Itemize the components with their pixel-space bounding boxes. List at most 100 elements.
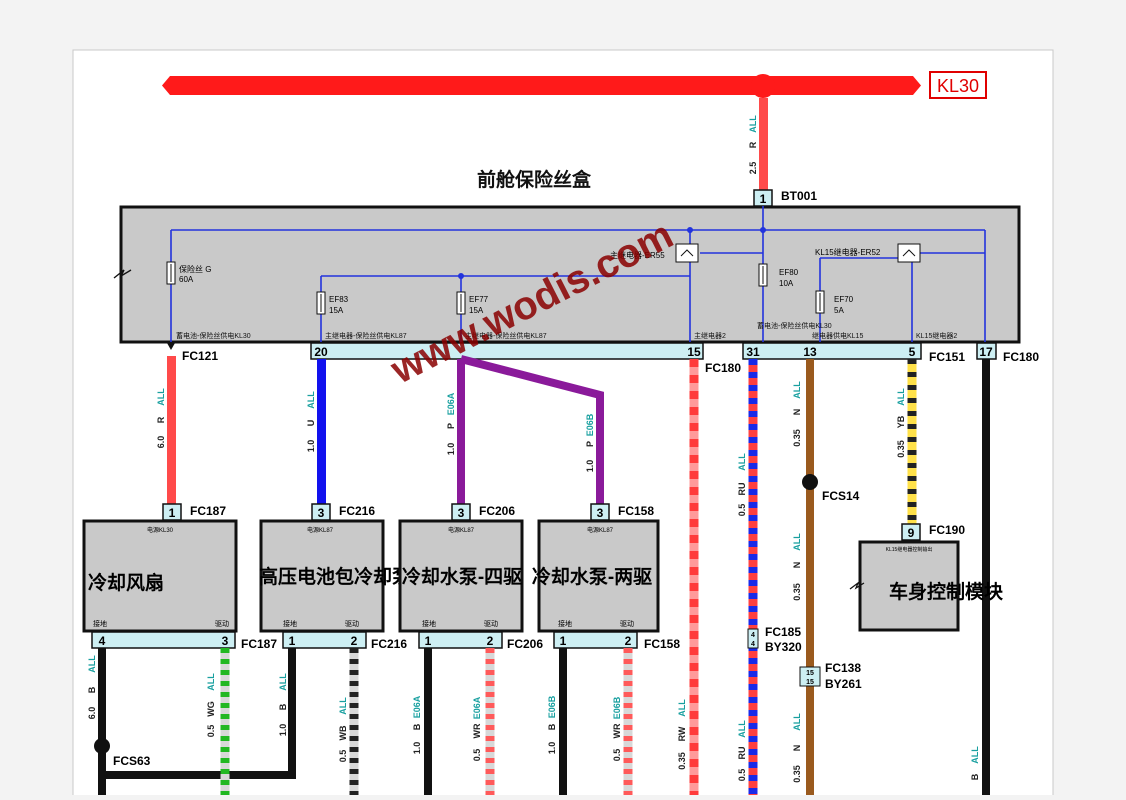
w7b-variant: ALL bbox=[792, 533, 802, 551]
w3-gauge: 1.0 bbox=[446, 443, 456, 456]
relay-er52: KL15继电器-ER52 bbox=[815, 243, 921, 263]
w10-variant: ALL bbox=[206, 673, 216, 691]
w12-color: WB bbox=[338, 725, 348, 740]
w7a-gauge: 0.35 bbox=[792, 429, 802, 447]
bcm-ground-icon bbox=[849, 581, 865, 590]
kl30-label-box bbox=[929, 71, 987, 99]
fc185-label: FC185 bbox=[765, 625, 801, 639]
wire-label-w3: E06A P 1.0 bbox=[446, 392, 456, 455]
ground-symbol-icon bbox=[113, 269, 132, 279]
w7b-gauge: 0.35 bbox=[792, 583, 802, 601]
module-top-pins: 1 FC187 3 FC216 3 FC206 3 FC158 9 FC190 bbox=[162, 503, 965, 541]
fan-name: 冷却风扇 bbox=[88, 571, 164, 594]
wire-label-w12: ALL WB 0.5 bbox=[338, 697, 348, 763]
battery-pump-pin1-label: 接地 bbox=[283, 619, 297, 628]
wire-n-brown bbox=[806, 359, 814, 799]
fusebox-title: 前舱保险丝盒 bbox=[477, 168, 592, 191]
fan-top-pin: 1 bbox=[169, 506, 176, 520]
bt001-label: BT001 bbox=[781, 189, 817, 203]
w16-gauge: 0.5 bbox=[612, 749, 622, 762]
wire-fan-ground bbox=[98, 648, 106, 798]
fuse-ef77: EF77 15A bbox=[456, 291, 489, 315]
2wd-pump-pin2: 2 bbox=[625, 634, 632, 648]
battery-pump-top-pin-label: 电源KL87 bbox=[307, 526, 334, 534]
module-bcm: KL15继电器控制输出 车身控制模块 bbox=[849, 540, 1004, 632]
awd-pump-pin2-label: 驱动 bbox=[484, 619, 498, 628]
w13-color: B bbox=[412, 723, 422, 730]
connector-pin-15: 15 bbox=[687, 345, 701, 359]
wire-label-w17: ALL B bbox=[970, 746, 980, 780]
awd-pump-pin1-label: 接地 bbox=[422, 619, 436, 628]
wire-label-w15: E06B B 1.0 bbox=[547, 695, 557, 754]
wire-label-w7c: ALL N 0.35 bbox=[792, 713, 802, 783]
w2-variant: ALL bbox=[306, 391, 316, 409]
bcm-top-ref: FC190 bbox=[929, 523, 965, 537]
wire-gauge-label: 2.5 bbox=[748, 162, 758, 175]
wire-color-label: R bbox=[748, 141, 758, 148]
wire-label-w14: E06A WR 0.5 bbox=[472, 696, 482, 761]
wire-label-w5: ALL YB 0.35 bbox=[896, 388, 906, 458]
wire-battery-pump-power bbox=[317, 359, 326, 504]
pin-label-relay2: 主继电器2 bbox=[694, 331, 726, 340]
connector-pin-17: 17 bbox=[979, 345, 993, 359]
ef83-rating: 15A bbox=[329, 306, 344, 315]
w10-gauge: 0.5 bbox=[206, 725, 216, 738]
by320-label: BY320 bbox=[765, 640, 802, 654]
w7c-gauge: 0.35 bbox=[792, 765, 802, 783]
2wd-pump-pin1-label: 接地 bbox=[558, 619, 572, 628]
module-battery-pump: 电源KL87 高压电池包冷却泵 接地 驱动 bbox=[259, 519, 411, 633]
wire-label-w9: ALL B 6.0 bbox=[87, 655, 97, 720]
ef77-name: EF77 bbox=[469, 295, 489, 304]
fusebox-connector-b bbox=[742, 342, 922, 360]
w7c-variant: ALL bbox=[792, 713, 802, 731]
w15-variant: E06B bbox=[547, 695, 557, 718]
awd-pump-pin1: 1 bbox=[425, 634, 432, 648]
w13-gauge: 1.0 bbox=[412, 742, 422, 755]
fan-bottom-ref: FC187 bbox=[241, 637, 277, 651]
wire-2wd-ground bbox=[559, 648, 567, 798]
battery-pump-pin1: 1 bbox=[289, 634, 296, 648]
wire-label-w10: ALL WG 0.5 bbox=[206, 673, 216, 738]
battery-pump-pin2: 2 bbox=[351, 634, 358, 648]
w2-gauge: 1.0 bbox=[306, 440, 316, 453]
splice-fcs63-label: FCS63 bbox=[113, 754, 151, 768]
w9-variant: ALL bbox=[87, 655, 97, 673]
pin-label-ef70: 继电器供电KL15 bbox=[812, 331, 863, 340]
2wd-pump-name: 冷却水泵-两驱 bbox=[532, 565, 652, 588]
w7b-color: N bbox=[792, 562, 802, 569]
module-2wd-pump: 电源KL87 冷却水泵-两驱 接地 驱动 bbox=[532, 519, 660, 633]
fc185-pin-b: 4 bbox=[751, 641, 755, 648]
fusebox-connector-a bbox=[310, 342, 704, 360]
awd-pump-top-pin: 3 bbox=[458, 506, 465, 520]
bus-node bbox=[751, 74, 775, 98]
w11-gauge: 1.0 bbox=[278, 724, 288, 737]
wire-label-w11: ALL B 1.0 bbox=[278, 673, 288, 737]
inline-connector-fc138 bbox=[799, 666, 821, 687]
w16-variant: E06B bbox=[612, 696, 622, 719]
2wd-pump-top-ref: FC158 bbox=[618, 504, 654, 518]
fc185-pin-a: 4 bbox=[751, 632, 755, 639]
w13-variant: E06A bbox=[412, 695, 422, 718]
w3-color: P bbox=[446, 423, 456, 429]
w6b-variant: ALL bbox=[737, 720, 747, 738]
w9-color: B bbox=[87, 686, 97, 693]
2wd-pump-pin2-label: 驱动 bbox=[620, 619, 634, 628]
wire-label-w7b: ALL N 0.35 bbox=[792, 533, 802, 601]
connector-pin-31: 31 bbox=[746, 345, 760, 359]
wire-label-w4: E06B P 1.0 bbox=[585, 413, 595, 472]
fc121-label: FC121 bbox=[182, 349, 218, 363]
fan-top-pin-label: 电源KL30 bbox=[147, 526, 174, 534]
w6b-gauge: 0.5 bbox=[737, 769, 747, 782]
top-feed-wire-labels: ALL R 2.5 bbox=[748, 115, 758, 175]
w6a-variant: ALL bbox=[737, 453, 747, 471]
wire-variant-label: ALL bbox=[748, 115, 758, 133]
w4-gauge: 1.0 bbox=[585, 460, 595, 473]
fan-pin3-label: 驱动 bbox=[215, 619, 229, 628]
wire-pump-power-purple bbox=[457, 355, 604, 504]
wire-labels: ALL R 6.0 ALL U 1.0 E06A P 1.0 E06B P 1.… bbox=[87, 381, 980, 783]
w7a-variant: ALL bbox=[792, 381, 802, 399]
wire-label-w1: ALL R 6.0 bbox=[156, 388, 166, 449]
2wd-pump-pin1: 1 bbox=[560, 634, 567, 648]
w6b-color: RU bbox=[737, 747, 747, 760]
